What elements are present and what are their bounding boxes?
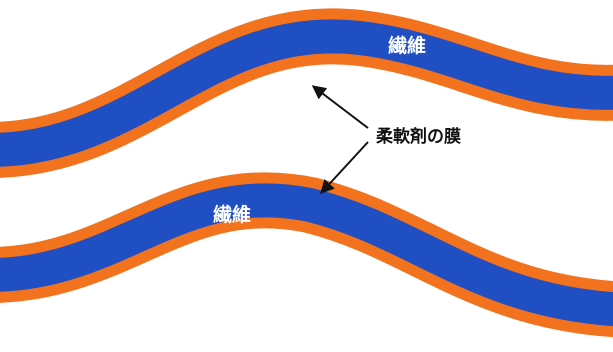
arrow-to-top-film xyxy=(311,85,369,129)
fiber-label-top: 繊維 xyxy=(388,34,426,57)
softener-film-label: 柔軟剤の膜 xyxy=(376,126,461,147)
bottom-fiber xyxy=(0,183,613,327)
arrow-to-bottom-film xyxy=(320,141,369,195)
top-fiber xyxy=(0,19,613,167)
fiber-label-bottom: 繊維 xyxy=(213,203,251,226)
